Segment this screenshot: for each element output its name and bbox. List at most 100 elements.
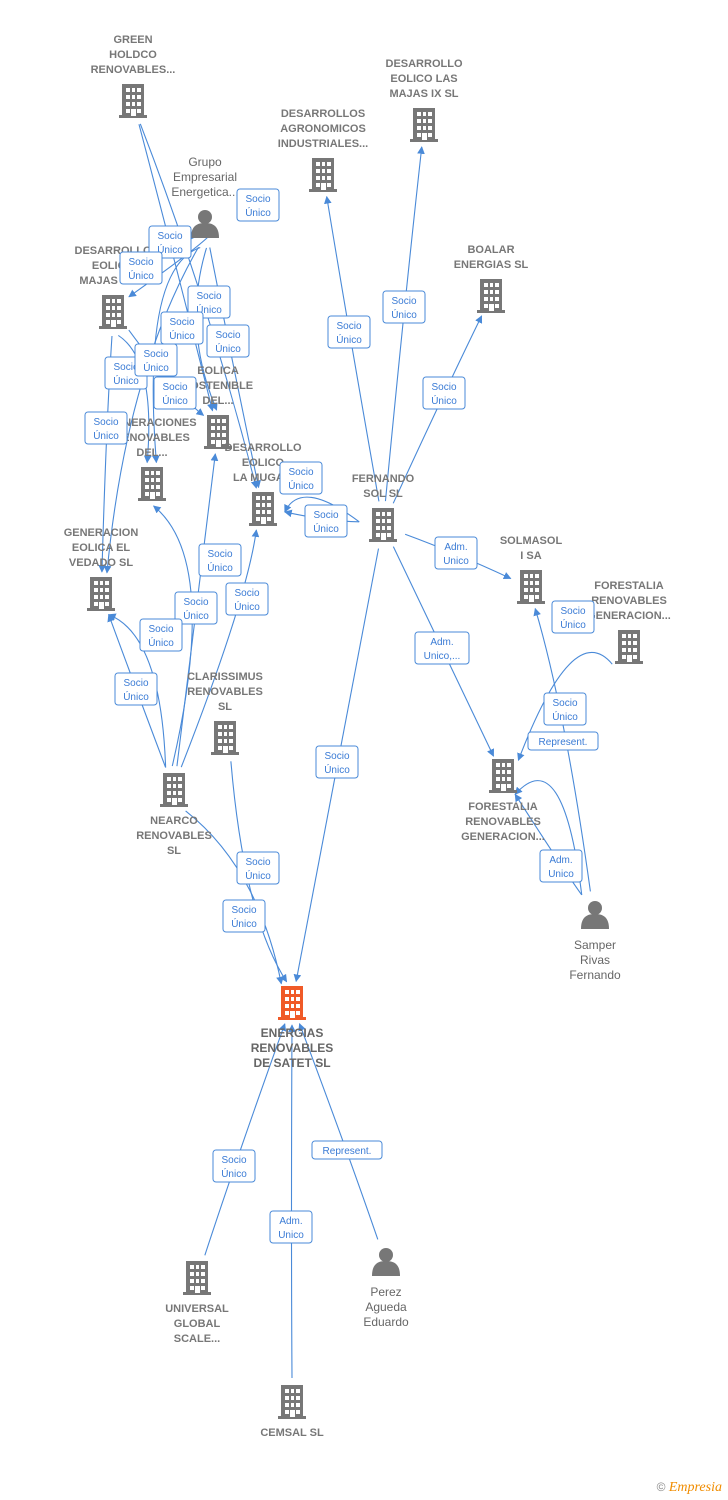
relation-label-text: Socio <box>431 382 456 393</box>
relation-label[interactable]: Adm.Unico <box>539 849 583 883</box>
node-label-line: INDUSTRIALES... <box>278 138 368 150</box>
building-icon <box>138 467 166 501</box>
relation-label-box <box>174 591 218 625</box>
edge-grupo-to-vedado <box>103 246 199 574</box>
building-icon <box>87 577 115 611</box>
building-icon <box>278 1385 306 1419</box>
company-node[interactable]: GENERACIONESRENOVABLESDEL... <box>107 417 197 501</box>
relation-label-text: Represent. <box>539 737 588 748</box>
relation-label-text: Único <box>128 269 154 282</box>
company-node[interactable]: DESARROLLOSAGRONOMICOSINDUSTRIALES... <box>278 108 368 192</box>
relation-label-box <box>551 600 595 634</box>
edge-nearco-to-dea_muga <box>180 529 260 768</box>
building-icon <box>183 1261 211 1295</box>
node-label-line: DESARROLLO <box>386 58 463 70</box>
relation-label-text: Único <box>157 243 183 256</box>
building-icon <box>410 108 438 142</box>
relation-label-box <box>206 324 250 358</box>
relation-label-text: Socio <box>234 588 259 599</box>
brand-logo: Empresia <box>668 1480 722 1495</box>
relation-label-text: Socio <box>169 317 194 328</box>
relation-label-box <box>222 899 266 933</box>
relation-label-box <box>212 1149 256 1183</box>
relation-label-box <box>236 851 280 885</box>
relation-label-box <box>84 411 128 445</box>
edge-samper-to-solmasol <box>533 607 591 892</box>
person-node[interactable]: GrupoEmpresarialEnergetica... <box>171 155 239 238</box>
node-label-line: CLARISSIMUS <box>187 671 263 683</box>
relation-label-text: Socio <box>552 698 577 709</box>
edge-clarissimus-to-energias <box>230 761 288 983</box>
node-label-line: AGRONOMICOS <box>280 123 366 135</box>
building-icon <box>615 630 643 664</box>
building-icon <box>160 773 188 807</box>
relation-label[interactable]: Adm.Unico <box>269 1210 313 1244</box>
node-label-line: HOLDCO <box>109 49 157 61</box>
footer-brand[interactable]: © Empresia <box>657 1480 722 1496</box>
company-node[interactable]: EOLICASOSTENIBLEDEL... <box>183 365 253 449</box>
relation-label-text: Socio <box>143 349 168 360</box>
relation-label[interactable]: Represent. <box>311 1140 383 1160</box>
relation-label-text: Socio <box>157 231 182 242</box>
relation-label-text: Único <box>123 690 149 703</box>
relation-label-text: Único <box>336 333 362 346</box>
relation-label-text: Socio <box>183 597 208 608</box>
edge-fernando-to-dea_agro <box>324 195 380 502</box>
company-node[interactable]: FORESTALIARENOVABLESGENERACION... <box>587 580 671 664</box>
relation-label-text: Socio <box>560 606 585 617</box>
relation-label[interactable]: Represent. <box>527 731 599 751</box>
relation-label-box <box>236 188 280 222</box>
company-node[interactable]: CEMSAL SL <box>260 1385 324 1439</box>
node-label-line: VEDADO SL <box>69 557 133 569</box>
relation-label-box <box>315 745 359 779</box>
relation-label-box <box>422 376 466 410</box>
company-node[interactable]: FORESTALIARENOVABLESGENERACION... <box>461 759 545 843</box>
relation-label[interactable]: Adm.Unico <box>434 536 478 570</box>
building-icon <box>119 84 147 118</box>
company-node[interactable]: GREENHOLDCORENOVABLES... <box>91 34 176 118</box>
company-node[interactable]: UNIVERSALGLOBALSCALE... <box>165 1261 229 1345</box>
node-label-line: GENERACION <box>64 527 139 539</box>
relation-label[interactable]: Adm.Unico,... <box>414 631 470 665</box>
node-label-line: ENERGIAS SL <box>454 259 529 271</box>
building-icon <box>211 721 239 755</box>
relation-label-text: Único <box>245 206 271 219</box>
